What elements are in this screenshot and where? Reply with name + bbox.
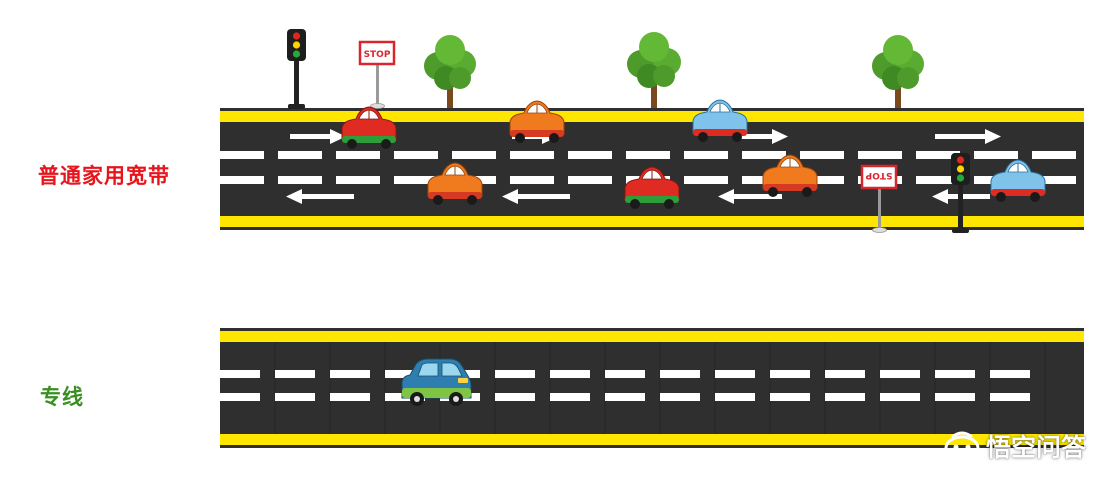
lane-dash <box>605 393 645 401</box>
road-segment-seams <box>274 342 1046 434</box>
lane-dash <box>510 151 554 159</box>
lane-dash <box>858 151 902 159</box>
wukong-logo-icon <box>944 431 980 461</box>
lane-dash <box>275 393 315 401</box>
broadband-road <box>220 108 1084 230</box>
arrow-right-icon <box>740 129 788 144</box>
lane-dash <box>605 370 645 378</box>
tree-icon <box>627 32 681 108</box>
car-icon <box>762 154 818 197</box>
lane-dash <box>800 151 844 159</box>
lane-dash <box>660 393 700 401</box>
car-icon <box>341 106 397 149</box>
lane-dash <box>715 370 755 378</box>
lane-dash <box>800 176 844 184</box>
tree-icon <box>424 35 476 108</box>
lane-dash <box>278 151 322 159</box>
stop-sign-text: STOP <box>364 50 391 60</box>
arrow-left-icon <box>286 189 354 204</box>
lane-dash <box>684 176 728 184</box>
car-icon <box>509 100 565 143</box>
lane-dash <box>220 176 264 184</box>
lane-dash <box>510 176 554 184</box>
lane-dash <box>220 151 264 159</box>
lane-dash <box>916 176 960 184</box>
broadband-label: 普通家用宽带 <box>38 164 170 188</box>
lane-dash <box>990 393 1030 401</box>
traffic-light-icon <box>951 153 970 233</box>
lane-dash <box>626 151 670 159</box>
lane-dash <box>770 370 810 378</box>
tree-icon <box>872 35 924 108</box>
lane-dash <box>394 151 438 159</box>
lane-dash <box>1032 151 1076 159</box>
lane-dash <box>880 393 920 401</box>
lane-dash <box>220 370 260 378</box>
lane-dash <box>1032 176 1076 184</box>
lane-dash <box>880 370 920 378</box>
arrow-right-icon <box>290 129 346 144</box>
lane-dash <box>550 393 590 401</box>
lane-dash <box>385 370 425 378</box>
lane-dash <box>550 370 590 378</box>
dedicated-line-label: 专线 <box>40 385 84 409</box>
stop-sign-text: STOP <box>865 170 892 180</box>
watermark: 悟空问答 <box>944 428 1086 464</box>
stop-sign-icon: STOP <box>358 40 396 109</box>
lane-dash <box>825 393 865 401</box>
lane-dash <box>990 370 1030 378</box>
arrow-left-icon <box>502 189 570 204</box>
lane-dash <box>770 393 810 401</box>
lane-dash <box>330 393 370 401</box>
stop-sign-icon: STOP <box>860 164 898 233</box>
arrow-right-icon <box>935 129 1001 144</box>
lane-dash <box>916 151 960 159</box>
lane-dash <box>935 393 975 401</box>
traffic-light-icon <box>287 29 306 109</box>
lane-dash <box>715 393 755 401</box>
lane-dash <box>974 151 1018 159</box>
lane-dash <box>495 393 535 401</box>
lane-dash <box>275 370 315 378</box>
arrow-left-icon <box>932 189 990 204</box>
watermark-text: 悟空问答 <box>985 433 1086 462</box>
lane-dash <box>935 370 975 378</box>
lane-dash <box>452 151 496 159</box>
lane-dash <box>660 370 700 378</box>
lane-dash <box>394 176 438 184</box>
lane-dash <box>495 370 535 378</box>
arrow-left-icon <box>718 189 782 204</box>
lane-dash <box>825 370 865 378</box>
dedicated-road <box>220 328 1084 448</box>
car-icon <box>427 162 483 205</box>
lane-dash <box>742 151 786 159</box>
car-icon <box>401 358 472 406</box>
lane-dash <box>568 176 612 184</box>
lane-dash <box>568 151 612 159</box>
lane-dash <box>336 176 380 184</box>
car-icon <box>692 99 748 142</box>
traffic-arrows <box>286 129 1001 204</box>
lane-dash <box>684 151 728 159</box>
lane-dash <box>220 393 260 401</box>
lane-dash <box>278 176 322 184</box>
lane-dash <box>336 151 380 159</box>
car-icon <box>624 166 680 209</box>
car-icon <box>990 159 1046 202</box>
lane-dash <box>330 370 370 378</box>
